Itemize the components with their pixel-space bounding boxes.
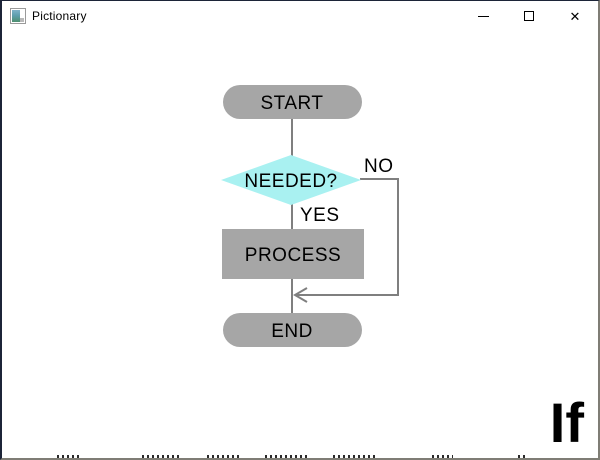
window-title: Pictionary xyxy=(32,9,87,23)
app-icon xyxy=(10,8,26,24)
app-icon-picture xyxy=(12,10,20,22)
maximize-icon xyxy=(524,11,534,21)
clipped-text-fragment xyxy=(432,455,453,458)
clipped-text-fragment xyxy=(265,455,309,458)
yes-edge-label: YES xyxy=(300,205,340,226)
process-node-label: PROCESS xyxy=(245,245,341,266)
answer-caption: If xyxy=(549,391,584,455)
decision-node-label: NEEDED? xyxy=(244,171,337,192)
flowchart: START NEEDED? NO YES PROCESS END xyxy=(221,85,399,347)
no-edge-label: NO xyxy=(364,156,394,177)
start-node xyxy=(223,85,362,119)
flowchart-canvas: START NEEDED? NO YES PROCESS END If xyxy=(2,31,598,458)
minimize-icon xyxy=(477,15,489,17)
process-node xyxy=(222,229,364,279)
close-icon: ✕ xyxy=(569,8,581,24)
title-bar: Pictionary ✕ xyxy=(2,1,598,31)
window-controls: ✕ xyxy=(460,1,598,31)
clipped-text-fragment xyxy=(207,455,241,458)
maximize-button[interactable] xyxy=(506,1,552,31)
arrowhead-icon xyxy=(293,287,308,303)
edge-no-branch xyxy=(297,178,399,296)
minimize-button[interactable] xyxy=(460,1,506,31)
start-node-label: START xyxy=(260,93,323,114)
clipped-text-fragment xyxy=(333,455,377,458)
clipped-text-fragment xyxy=(518,455,525,458)
clipped-text-fragment xyxy=(57,455,81,458)
decision-node xyxy=(221,155,361,205)
close-button[interactable]: ✕ xyxy=(552,1,598,31)
end-node-label: END xyxy=(271,321,313,342)
app-icon-corner xyxy=(20,18,24,22)
end-node xyxy=(223,313,362,347)
clipped-text-fragment xyxy=(142,455,180,458)
